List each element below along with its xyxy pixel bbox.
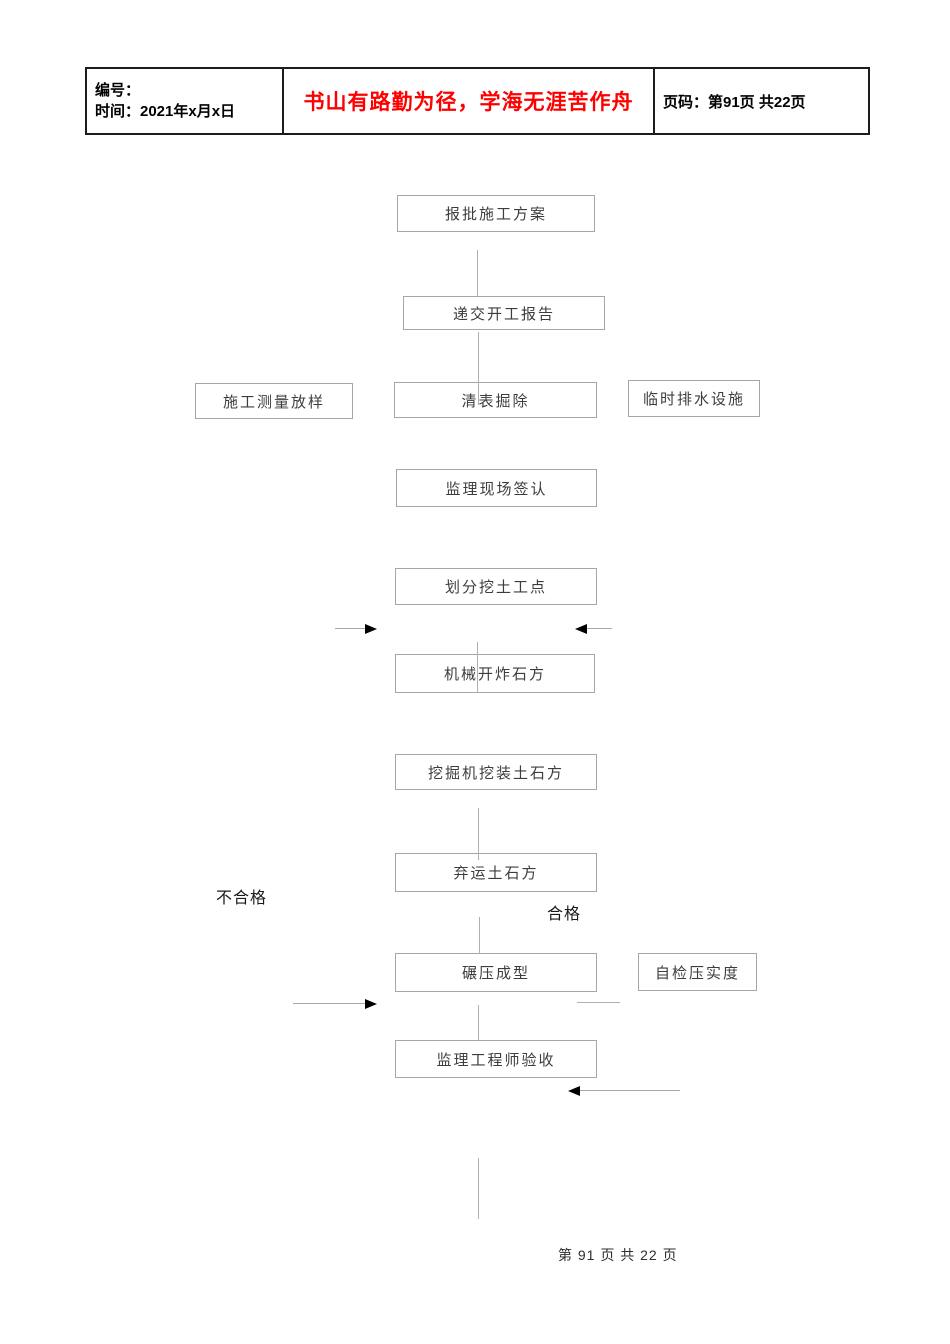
header-number-label: 编号：	[95, 82, 141, 99]
connector-acceptance-down	[478, 1158, 479, 1219]
node-spoil-transport: 弃运土石方	[395, 853, 597, 892]
arrow-in-left-head-icon	[365, 624, 377, 634]
arrow-return-shaft	[580, 1090, 680, 1091]
node-submit-commencement-report: 递交开工报告	[403, 296, 605, 330]
header-table: 编号： 时间：2021年x月x日 书山有路勤为径，学海无涯苦作舟 页码：第91页…	[85, 67, 870, 135]
connector-to-rock-blasting	[477, 642, 478, 693]
arrow-in-left-shaft	[335, 628, 366, 629]
node-approve-construction-plan: 报批施工方案	[397, 195, 595, 232]
connector-loading-to-spoil	[478, 808, 479, 860]
arrow-in-right-head-icon	[575, 624, 587, 634]
node-supervisor-acceptance: 监理工程师验收	[395, 1040, 597, 1078]
header-time-label: 时间：2021年x月x日	[95, 103, 236, 120]
arrow-return-head-icon	[568, 1086, 580, 1096]
header-slogan: 书山有路勤为径，学海无涯苦作舟	[303, 91, 634, 114]
connector-report-to-clearing	[478, 332, 479, 405]
node-clearing-excavation: 清表掘除	[394, 382, 597, 418]
node-excavator-loading: 挖掘机挖装土石方	[395, 754, 597, 790]
label-pass: 合格	[547, 906, 582, 923]
arrow-rework-head-icon	[365, 999, 377, 1009]
node-self-check-compaction: 自检压实度	[638, 953, 757, 991]
node-temporary-drainage: 临时排水设施	[628, 380, 760, 417]
node-survey-layout: 施工测量放样	[195, 383, 353, 419]
arrow-in-right-shaft	[587, 628, 612, 629]
node-divide-excavation-points: 划分挖土工点	[395, 568, 597, 605]
header-page-label: 页码：第91页 共22页	[653, 69, 868, 133]
connector-spoil-to-rolling	[479, 917, 480, 954]
arrow-rework-shaft	[293, 1003, 365, 1004]
page-footer: 第 91 页 共 22 页	[558, 1247, 678, 1263]
label-fail: 不合格	[216, 890, 268, 907]
line-rolling-to-selfcheck	[577, 1002, 620, 1003]
connector-plan-to-report	[477, 250, 478, 296]
node-mechanical-rock-blasting: 机械开炸石方	[395, 654, 595, 693]
header-cell-number-time: 编号： 时间：2021年x月x日	[87, 69, 284, 133]
connector-rolling-to-acceptance	[478, 1005, 479, 1040]
node-supervisor-site-confirmation: 监理现场签认	[396, 469, 597, 507]
node-rolling-compaction: 碾压成型	[395, 953, 597, 992]
